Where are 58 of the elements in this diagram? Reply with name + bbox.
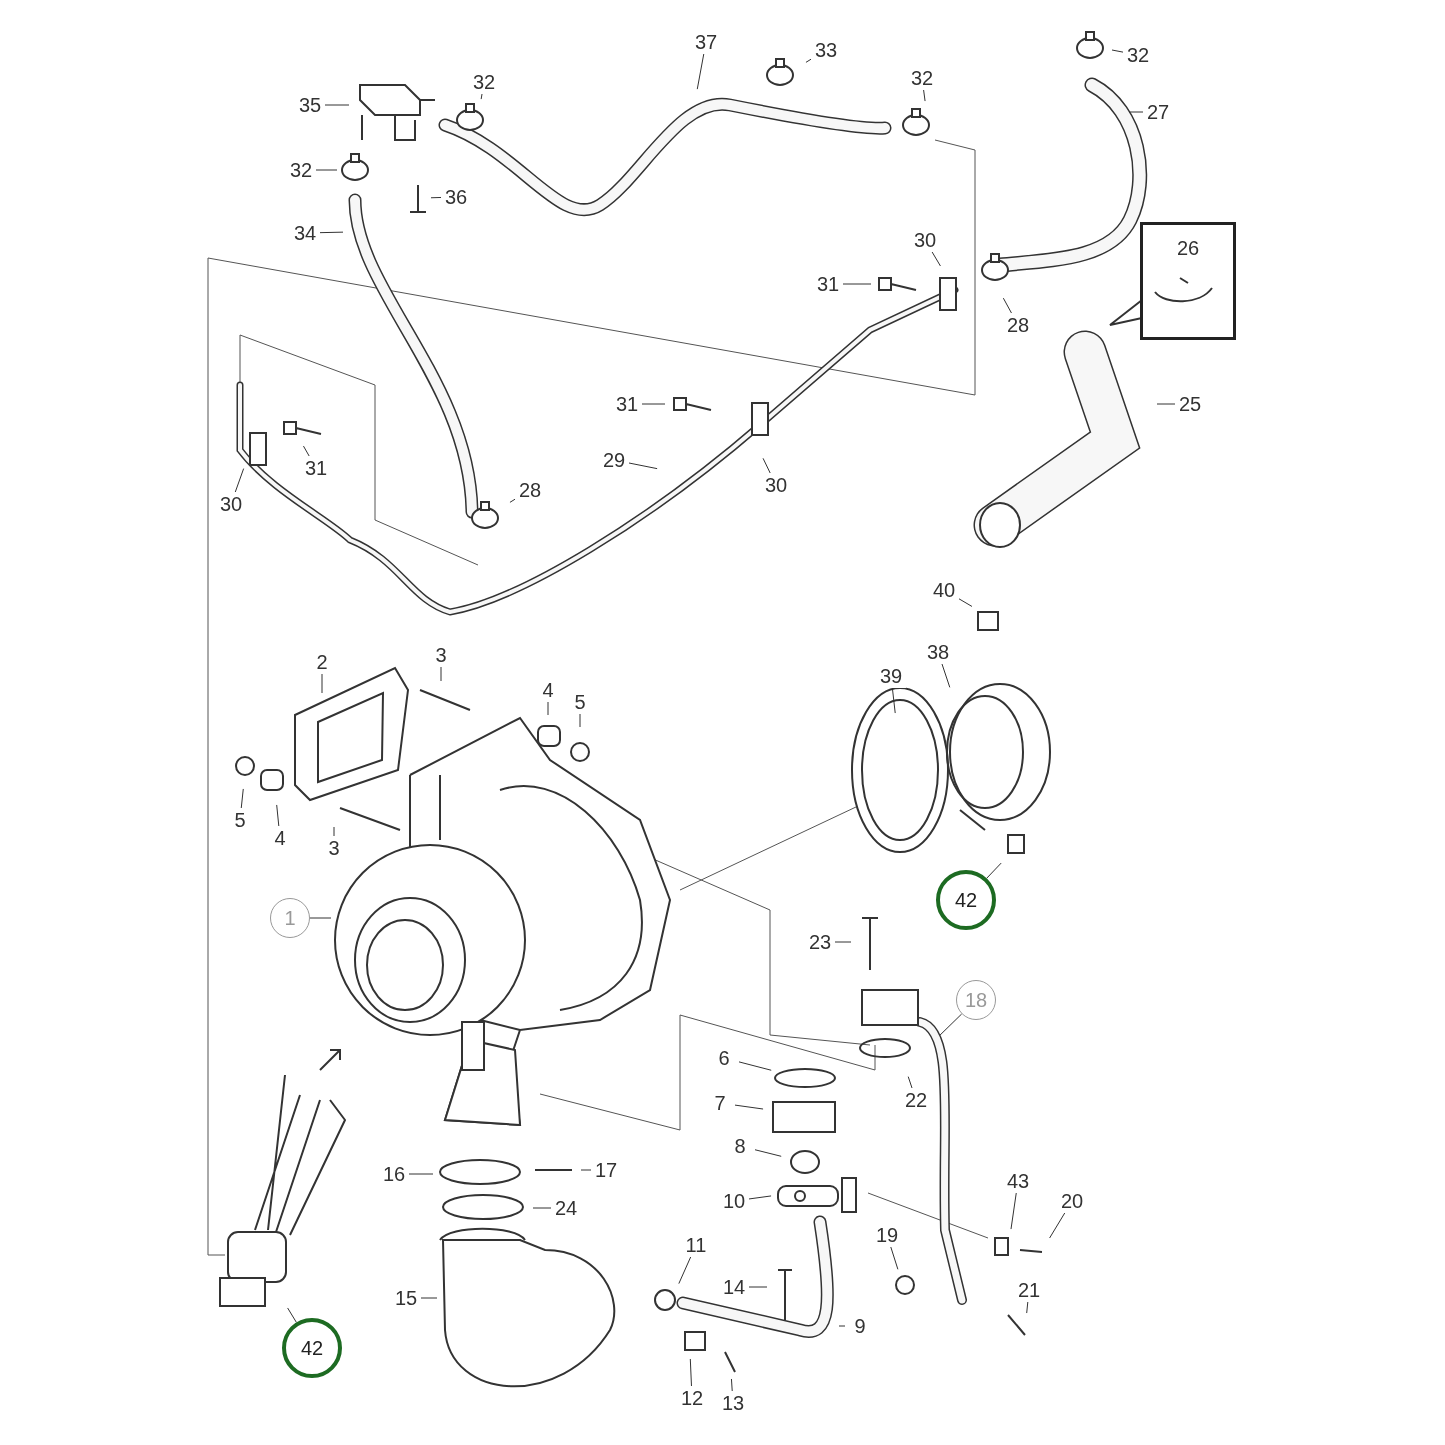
leader-line — [324, 104, 350, 106]
leader-line — [678, 1256, 692, 1285]
leader-line — [838, 1325, 846, 1327]
leader-line — [958, 598, 973, 607]
leader-line — [315, 169, 338, 171]
leader-line — [641, 403, 666, 405]
leader-line — [1002, 297, 1012, 314]
circled-callout-number: 42 — [282, 1318, 342, 1378]
leader-line — [805, 58, 812, 63]
leader-line — [834, 941, 852, 943]
leader-line — [580, 1169, 592, 1171]
leader-line — [430, 196, 442, 199]
leader-line — [1010, 1192, 1017, 1230]
leader-line — [440, 666, 442, 682]
leader-line — [420, 1297, 438, 1299]
leader-line — [309, 917, 332, 919]
leader-line — [748, 1195, 772, 1200]
detail-inset-box — [1140, 222, 1236, 340]
leader-line — [986, 862, 1002, 879]
leader-line — [321, 673, 323, 694]
leader-line — [923, 89, 926, 102]
leader-line — [509, 498, 516, 503]
leader-line — [333, 826, 335, 837]
leader-line — [234, 468, 245, 493]
leader-line — [931, 251, 941, 267]
leader-line — [547, 701, 549, 716]
leader-line — [842, 283, 872, 285]
leader-line — [276, 804, 280, 827]
circled-callout-number: 42 — [936, 870, 996, 930]
leader-line — [240, 788, 244, 809]
leader-line — [408, 1173, 434, 1175]
leader-line — [907, 1076, 913, 1089]
circled-callout-number: 18 — [956, 980, 996, 1020]
leader-line — [628, 462, 658, 470]
leader-line — [1049, 1212, 1066, 1239]
leader-line — [762, 457, 771, 474]
leader-line — [319, 231, 344, 234]
leader-line — [738, 1061, 772, 1071]
leader-line — [480, 93, 483, 100]
leader-line — [287, 1307, 297, 1323]
leader-line — [696, 53, 705, 90]
leader-line — [734, 1104, 764, 1110]
leader-line — [1026, 1301, 1029, 1314]
leader-line — [891, 687, 896, 714]
leader-line — [579, 713, 581, 728]
leader-line — [1156, 403, 1176, 405]
leader-line — [941, 663, 951, 688]
leader-line — [754, 1149, 782, 1157]
leader-line — [302, 445, 310, 457]
leader-line — [748, 1286, 768, 1288]
leader-line — [730, 1378, 733, 1392]
leader-line — [890, 1246, 899, 1270]
leader-line — [1128, 111, 1144, 113]
leader-line — [1111, 49, 1124, 53]
leader-line — [532, 1207, 552, 1209]
leader-line — [689, 1358, 692, 1387]
leader-line — [939, 1013, 963, 1036]
circled-callout-number: 1 — [270, 898, 310, 938]
